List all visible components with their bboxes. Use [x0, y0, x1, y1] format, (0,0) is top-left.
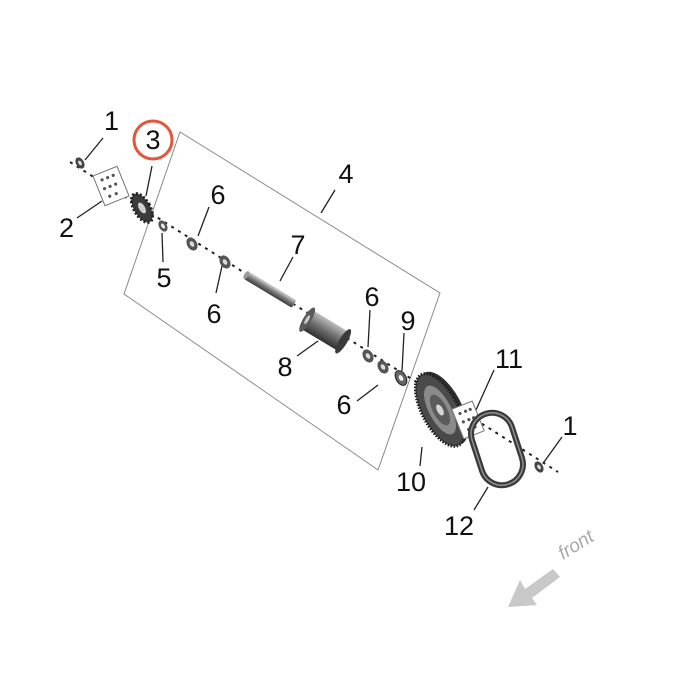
- bearing-part-2: [219, 255, 231, 269]
- callout-6-d: 6: [336, 390, 351, 420]
- callout-7: 7: [290, 230, 305, 260]
- callout-11: 11: [495, 344, 523, 374]
- bearing-part-3: [362, 349, 374, 363]
- callout-6-c: 6: [364, 282, 379, 312]
- nut-part-right: [534, 461, 544, 473]
- spacer-part: [394, 370, 408, 386]
- pulley-part: [413, 371, 469, 448]
- callout-8: 8: [277, 352, 292, 382]
- hardware-bag-right: [451, 400, 485, 440]
- callout-10: 10: [396, 467, 426, 497]
- assembly-frame: [123, 131, 441, 471]
- belt-part: [468, 409, 526, 489]
- callout-4: 4: [338, 159, 353, 189]
- sprocket-part: [129, 192, 155, 224]
- highlight-ring: [132, 119, 174, 161]
- shaft-part: [243, 271, 296, 308]
- bearing-part-1: [186, 237, 198, 251]
- front-label: front: [555, 526, 599, 564]
- callout-6-b: 6: [206, 299, 221, 329]
- nut-part-left: [75, 157, 85, 169]
- callout-1-right: 1: [562, 411, 577, 441]
- callout-3: 3: [145, 125, 160, 155]
- hardware-bag-left: [92, 165, 130, 207]
- callout-1-left: 1: [104, 106, 119, 136]
- hub-part: [299, 307, 352, 354]
- bearing-part-4: [377, 360, 389, 374]
- callout-12: 12: [444, 511, 474, 541]
- callout-9: 9: [400, 306, 415, 336]
- callout-6-a: 6: [210, 180, 225, 210]
- front-direction-indicator: front: [508, 526, 599, 607]
- front-arrow-icon: [508, 569, 560, 607]
- washer-part: [158, 220, 168, 232]
- callout-5: 5: [156, 263, 171, 293]
- callout-2: 2: [59, 213, 74, 243]
- leader-lines: [76, 137, 563, 511]
